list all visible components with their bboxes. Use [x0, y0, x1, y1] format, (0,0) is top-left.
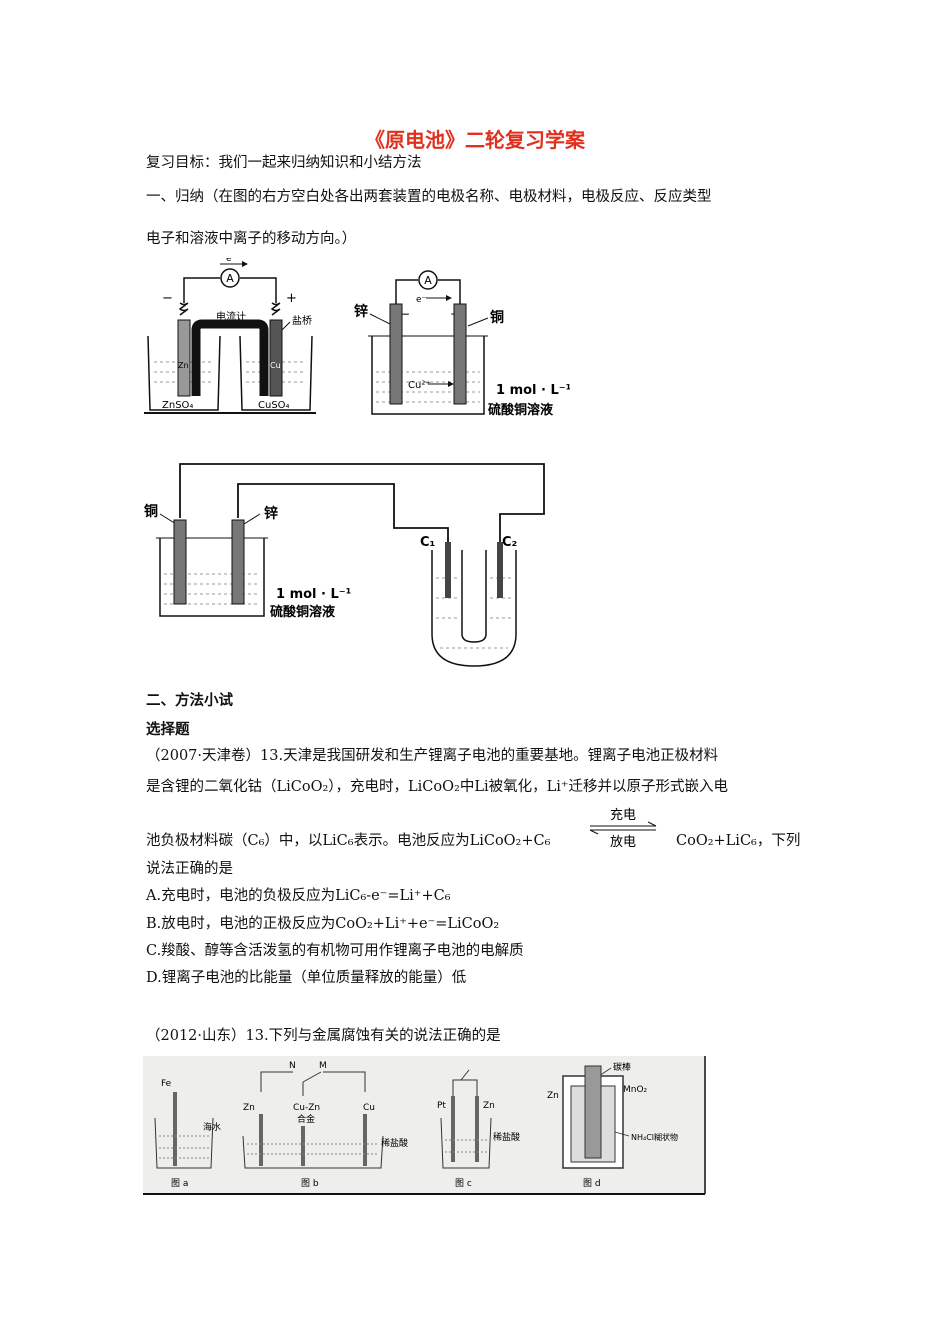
- option-b: B.放电时，电池的正极反应为CoO₂+Li⁺+e⁻=LiCoO₂: [146, 916, 500, 932]
- hcl-b-label: 稀盐酸: [381, 1137, 408, 1149]
- c2-label: C₂: [502, 535, 517, 550]
- concentration-label: 1 mol · L⁻¹: [276, 587, 351, 602]
- fe-label: Fe: [161, 1079, 172, 1089]
- q2-line1: （2012·山东）13.下列与金属腐蚀有关的说法正确的是: [146, 1028, 501, 1044]
- zinc-label: 锌: [264, 505, 278, 522]
- n-label: N: [289, 1061, 296, 1071]
- zn-b-label: Zn: [243, 1103, 255, 1113]
- minus-sign: −: [162, 291, 173, 306]
- copper-electrode: [173, 519, 187, 605]
- electron-label: e⁻: [226, 258, 237, 264]
- c2-electrode: [497, 542, 503, 598]
- solution-label: 硫酸铜溶液: [488, 402, 553, 418]
- figure-a: Fe 海水 图 a: [154, 1079, 221, 1189]
- review-objective: 复习目标：我们一起来归纳知识和小结方法: [146, 155, 422, 171]
- cu-label: Cu: [270, 361, 281, 370]
- figure-corrosion-abcd: Fe 海水 图 a N M Zn Cu-Zn 合金 Cu 稀盐酸 图 b Pt …: [143, 1056, 706, 1195]
- choice-question-title: 选择题: [146, 722, 190, 738]
- q1-line4: 说法正确的是: [146, 861, 233, 877]
- figure-zn-cu-salt-bridge-cell: A e⁻ − + 电流计 盐桥 Zn Cu ZnSO₄ CuSO₄: [144, 258, 316, 414]
- seawater-label: 海水: [203, 1121, 221, 1133]
- fig-d-caption: 图 d: [583, 1178, 601, 1189]
- znso4-label: ZnSO₄: [162, 400, 193, 411]
- salt-bridge-label: 盐桥: [292, 314, 312, 327]
- minus-sign: −: [400, 307, 410, 321]
- figure-c: Pt Zn 稀盐酸 图 c: [437, 1069, 520, 1189]
- copper-electrode: [453, 303, 467, 405]
- zn-label: Zn: [178, 361, 189, 370]
- c1-label: C₁: [420, 535, 435, 550]
- cuso4-label: CuSO₄: [258, 400, 290, 411]
- zinc-electrode: [389, 303, 403, 405]
- q1-line2: 是含锂的二氧化钴（LiCoO₂），充电时，LiCoO₂中Li被氧化，Li⁺迁移并…: [146, 779, 729, 795]
- cu-electrode: [269, 319, 283, 397]
- figure-d: 碳棒 Zn MnO₂ NH₄Cl糊状物 图 d: [547, 1061, 678, 1189]
- copper-label: 铜: [490, 309, 504, 326]
- alloy-label-1: Cu-Zn: [293, 1103, 320, 1113]
- hcl-c-label: 稀盐酸: [493, 1131, 520, 1143]
- discharge-label: 放电: [610, 835, 636, 850]
- ammeter-icon: [220, 268, 240, 288]
- ammeter-label: A: [226, 272, 234, 285]
- q1-line3-right: CoO₂+LiC₆，下列: [676, 833, 801, 849]
- zinc-electrode: [231, 519, 245, 605]
- nh4cl-label: NH₄Cl糊状物: [631, 1132, 678, 1142]
- c1-electrode: [445, 542, 451, 598]
- pt-label: Pt: [437, 1101, 446, 1111]
- fig-c-caption: 图 c: [455, 1178, 472, 1189]
- q1-line3-left: 池负极材料碳（C₆）中，以LiC₆表示。电池反应为LiCoO₂+C₆: [146, 833, 551, 849]
- q1-line1: （2007·天津卷）13.天津是我国研发和生产锂离子电池的重要基地。锂离子电池正…: [146, 748, 719, 764]
- zn-c-label: Zn: [483, 1101, 495, 1111]
- figure-cell-with-u-tube: 铜 锌 1 mol · L⁻¹ 硫酸铜溶液 C₁ C₂: [144, 463, 545, 667]
- cu-ion-label: Cu²⁺: [408, 380, 431, 391]
- mno2-label: MnO₂: [623, 1085, 648, 1095]
- reversible-arrow: 充电 放电: [589, 807, 657, 850]
- plus-sign: +: [286, 291, 297, 306]
- charge-label: 充电: [610, 807, 636, 823]
- ammeter-label: A: [424, 274, 432, 287]
- section1-line1: 一、归纳（在图的右方空白处各出两套装置的电极名称、电极材料，电极反应、反应类型: [146, 189, 712, 205]
- figure-b: N M Zn Cu-Zn 合金 Cu 稀盐酸 图 b: [242, 1061, 408, 1189]
- fig-a-caption: 图 a: [171, 1178, 188, 1189]
- concentration-label: 1 mol · L⁻¹: [496, 383, 570, 398]
- carbon-rod-label: 碳棒: [613, 1061, 631, 1073]
- electron-label: e⁻: [416, 295, 427, 305]
- option-c: C.羧酸、醇等含活泼氢的有机物可用作锂离子电池的电解质: [146, 943, 524, 959]
- option-a: A.充电时，电池的负极反应为LiC₆-e⁻=Li⁺+C₆: [146, 888, 451, 904]
- ammeter-icon: [418, 270, 438, 290]
- zinc-label: 锌: [354, 303, 368, 320]
- zn-electrode: [177, 319, 191, 397]
- copper-label: 铜: [144, 503, 158, 520]
- m-label: M: [319, 1061, 327, 1071]
- zn-d-label: Zn: [547, 1091, 559, 1101]
- cu-b-label: Cu: [363, 1103, 375, 1113]
- fig-b-caption: 图 b: [301, 1178, 319, 1189]
- alloy-label-2: 合金: [297, 1113, 315, 1125]
- section2-title: 二、方法小试: [146, 693, 233, 709]
- figure-single-beaker-cell: A e⁻ 锌 铜 − + Cu²⁺ 1 mol · L⁻¹ 硫酸铜溶液: [354, 270, 570, 418]
- solution-label: 硫酸铜溶液: [270, 604, 335, 620]
- section1-line2: 电子和溶液中离子的移动方向。）: [146, 231, 357, 247]
- option-d: D.锂离子电池的比能量（单位质量释放的能量）低: [146, 970, 467, 986]
- page-title: 《原电池》二轮复习学案: [365, 128, 585, 152]
